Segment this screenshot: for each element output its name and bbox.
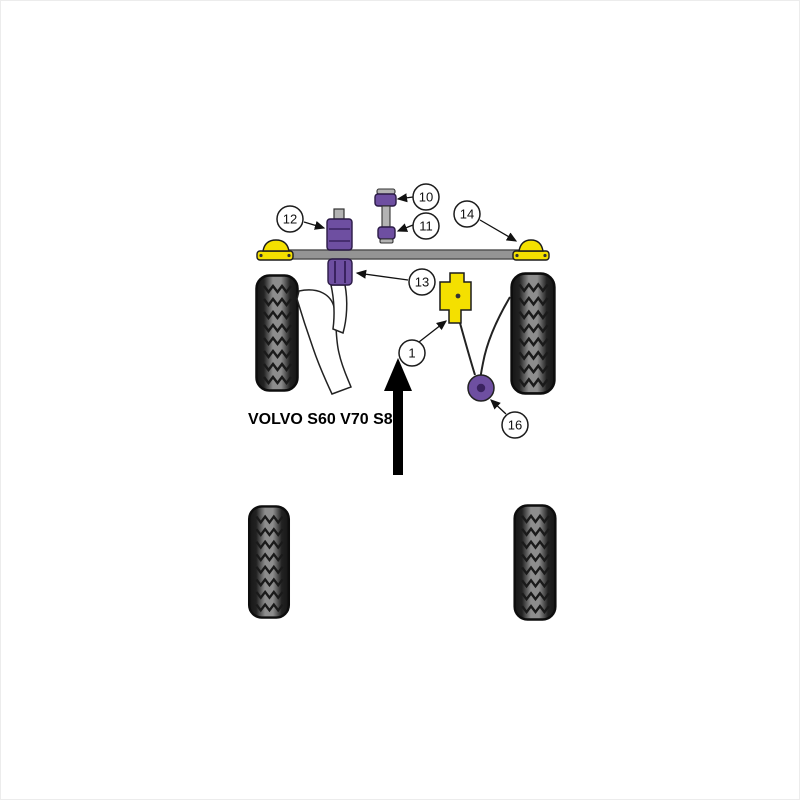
model-title: VOLVO S60 V70 S80 [248, 411, 402, 428]
callout-1-label: 1 [408, 346, 415, 361]
callout-16: 16 [501, 411, 529, 439]
rear-right-tire [513, 504, 557, 621]
callout-1: 1 [398, 339, 426, 367]
front-left-tire [255, 274, 299, 392]
callout-11: 11 [412, 212, 440, 240]
callout-1-arrow [418, 320, 448, 343]
direction-arrow-icon [384, 358, 412, 475]
callout-13-arrow [355, 269, 409, 281]
callout-11-arrow [396, 223, 414, 232]
callout-10-arrow [396, 193, 414, 203]
callout-12-label: 12 [283, 212, 297, 227]
drop-link-top-bush [374, 193, 397, 207]
callout-13: 13 [408, 268, 436, 296]
callout-14-arrow [479, 219, 518, 242]
callout-11-label: 11 [419, 219, 433, 234]
callout-13-label: 13 [415, 275, 429, 290]
lower-arm-bush [327, 258, 353, 286]
callout-16-arrow [490, 399, 507, 415]
left-bar-bracket [256, 239, 294, 261]
anti-roll-bar [266, 249, 540, 260]
bar-clamp-bush [326, 208, 353, 251]
callout-12-arrow [303, 221, 326, 230]
rear-left-tire [247, 505, 291, 619]
callout-12: 12 [276, 205, 304, 233]
drop-link [374, 188, 397, 244]
drop-link-bottom-bush [377, 226, 396, 240]
callout-10-label: 10 [419, 190, 433, 205]
right-link-line [459, 322, 476, 376]
right-control-arm-line [479, 296, 511, 384]
callout-10: 10 [412, 183, 440, 211]
right-bar-bracket [512, 239, 550, 261]
engine-mount [439, 272, 472, 324]
round-bush [467, 374, 495, 402]
left-arm-link-prong [330, 284, 348, 335]
callout-14-label: 14 [460, 207, 474, 222]
front-right-tire [510, 272, 556, 395]
callout-16-label: 16 [508, 418, 522, 433]
drop-link-rod [381, 205, 391, 228]
callout-14: 14 [453, 200, 481, 228]
